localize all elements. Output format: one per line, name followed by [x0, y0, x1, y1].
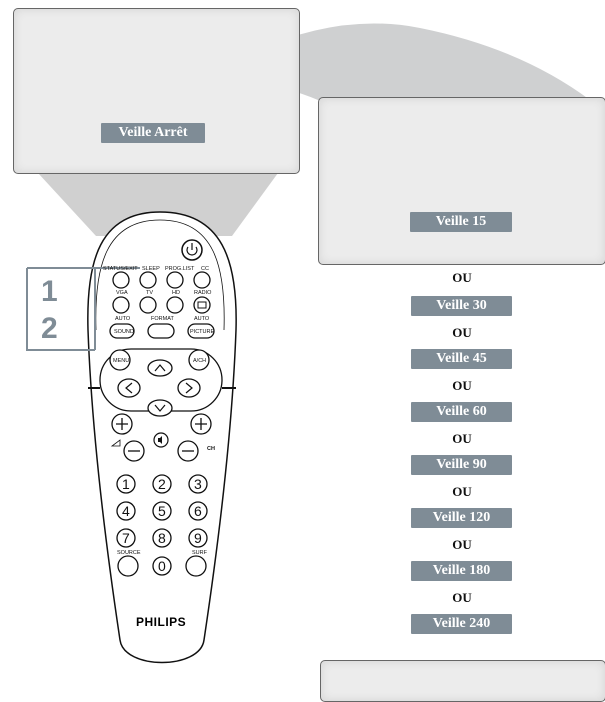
hd-button[interactable] — [166, 296, 184, 314]
ch-label: CH — [207, 446, 215, 452]
left-light-beam — [38, 173, 278, 236]
separator-ou: OU — [452, 590, 472, 605]
separator-ou: OU — [452, 378, 472, 393]
radio-label: RADIO — [194, 290, 212, 296]
volume-icon — [110, 439, 121, 447]
brand-logo: PHILIPS — [136, 615, 186, 629]
separator-ou: OU — [452, 325, 472, 340]
sleep-option: Veille 240 — [411, 614, 512, 634]
digit-3-button[interactable] — [188, 474, 208, 494]
digit-2-button[interactable] — [152, 474, 172, 494]
step-number: 2 — [41, 312, 58, 345]
sleep-label: SLEEP — [142, 266, 160, 272]
chevron-left-icon — [125, 382, 133, 394]
tv-screen-left: Veille Arrêt — [13, 8, 300, 174]
sound-button[interactable] — [109, 323, 135, 339]
sleep-option: Veille 30 — [411, 296, 512, 316]
auto-picture-label: AUTO — [194, 316, 210, 322]
separator-ou: OU — [452, 431, 472, 446]
picture-button[interactable] — [187, 323, 215, 339]
digit-label: 1 — [122, 476, 130, 492]
plus-icon — [116, 418, 128, 430]
digit-label: 7 — [122, 530, 130, 546]
radio-button[interactable] — [193, 296, 211, 314]
digit-label: 8 — [158, 530, 166, 546]
nav-up-button[interactable] — [147, 359, 173, 377]
remote-control: 1 2 STATUS/EXIT SLEEP PROG.LIST CC VGA T… — [26, 211, 237, 664]
digit-label: 0 — [158, 558, 166, 574]
beam-layer — [38, 23, 590, 236]
tv-label: TV — [146, 290, 153, 296]
sleep-button[interactable] — [139, 271, 157, 289]
chevron-up-icon — [154, 364, 166, 372]
prog-list-label: PROG.LIST — [165, 266, 195, 272]
auto-sound-label: AUTO — [115, 316, 131, 322]
chevron-down-icon — [154, 404, 166, 412]
digit-0-button[interactable] — [152, 556, 172, 576]
digit-8-button[interactable] — [152, 528, 172, 548]
sleep-option: Veille 45 — [411, 349, 512, 369]
cc-button[interactable] — [193, 271, 211, 289]
mute-icon — [158, 436, 162, 444]
tv-button[interactable] — [139, 296, 157, 314]
prog-list-button[interactable] — [166, 271, 184, 289]
nav-left-button[interactable] — [117, 378, 141, 398]
vga-button[interactable] — [112, 296, 130, 314]
digit-7-button[interactable] — [116, 528, 136, 548]
source-label: SOURCE — [117, 550, 141, 556]
digit-5-button[interactable] — [152, 501, 172, 521]
format-button[interactable] — [147, 323, 175, 339]
sleep-option: Veille 180 — [411, 561, 512, 581]
status-exit-label: STATUS/EXIT — [103, 266, 138, 272]
radio-icon — [197, 301, 207, 309]
digit-label: 3 — [194, 476, 202, 492]
source-button[interactable] — [117, 555, 139, 577]
nav-right-button[interactable] — [177, 378, 201, 398]
plus-icon — [195, 418, 207, 430]
menu-button[interactable] — [109, 349, 131, 371]
power-icon — [186, 246, 198, 256]
right-light-beam — [208, 23, 590, 101]
separator-ou: OU — [452, 484, 472, 499]
remote-inner-outline-right — [159, 219, 225, 331]
step-number: 1 — [41, 275, 58, 308]
sleep-option: Veille 120 — [411, 508, 512, 528]
separator-ou: OU — [452, 270, 472, 285]
ach-button[interactable] — [188, 349, 210, 371]
digit-1-button[interactable] — [116, 474, 136, 494]
digit-label: 5 — [158, 503, 166, 519]
step-callout — [26, 267, 96, 351]
surf-label: SURF — [192, 550, 208, 556]
digit-label: 2 — [158, 476, 166, 492]
chevron-right-icon — [185, 382, 193, 394]
sound-button-label: SOUND — [114, 329, 134, 335]
format-label: FORMAT — [151, 316, 174, 322]
vga-label: VGA — [116, 290, 128, 296]
separator-ou: OU — [452, 537, 472, 552]
menu-label: MENU — [113, 358, 129, 364]
sleep-15-label: Veille 15 — [410, 212, 512, 232]
sleep-option: Veille 60 — [411, 402, 512, 422]
nav-down-button[interactable] — [147, 399, 173, 417]
digit-label: 4 — [122, 503, 130, 519]
digit-label: 9 — [194, 530, 202, 546]
surf-button[interactable] — [185, 555, 207, 577]
digit-9-button[interactable] — [188, 528, 208, 548]
picture-button-label: PICTURE — [190, 329, 214, 335]
digit-label: 6 — [194, 503, 202, 519]
ach-label: A/CH — [193, 358, 206, 364]
status-exit-button[interactable] — [112, 271, 130, 289]
cc-label: CC — [201, 266, 209, 272]
hd-label: HD — [172, 290, 180, 296]
sleep-option: Veille 90 — [411, 455, 512, 475]
tv-screen-right: Veille 15 — [318, 97, 605, 265]
sleep-off-label: Veille Arrêt — [101, 123, 205, 143]
digit-4-button[interactable] — [116, 501, 136, 521]
digit-6-button[interactable] — [188, 501, 208, 521]
